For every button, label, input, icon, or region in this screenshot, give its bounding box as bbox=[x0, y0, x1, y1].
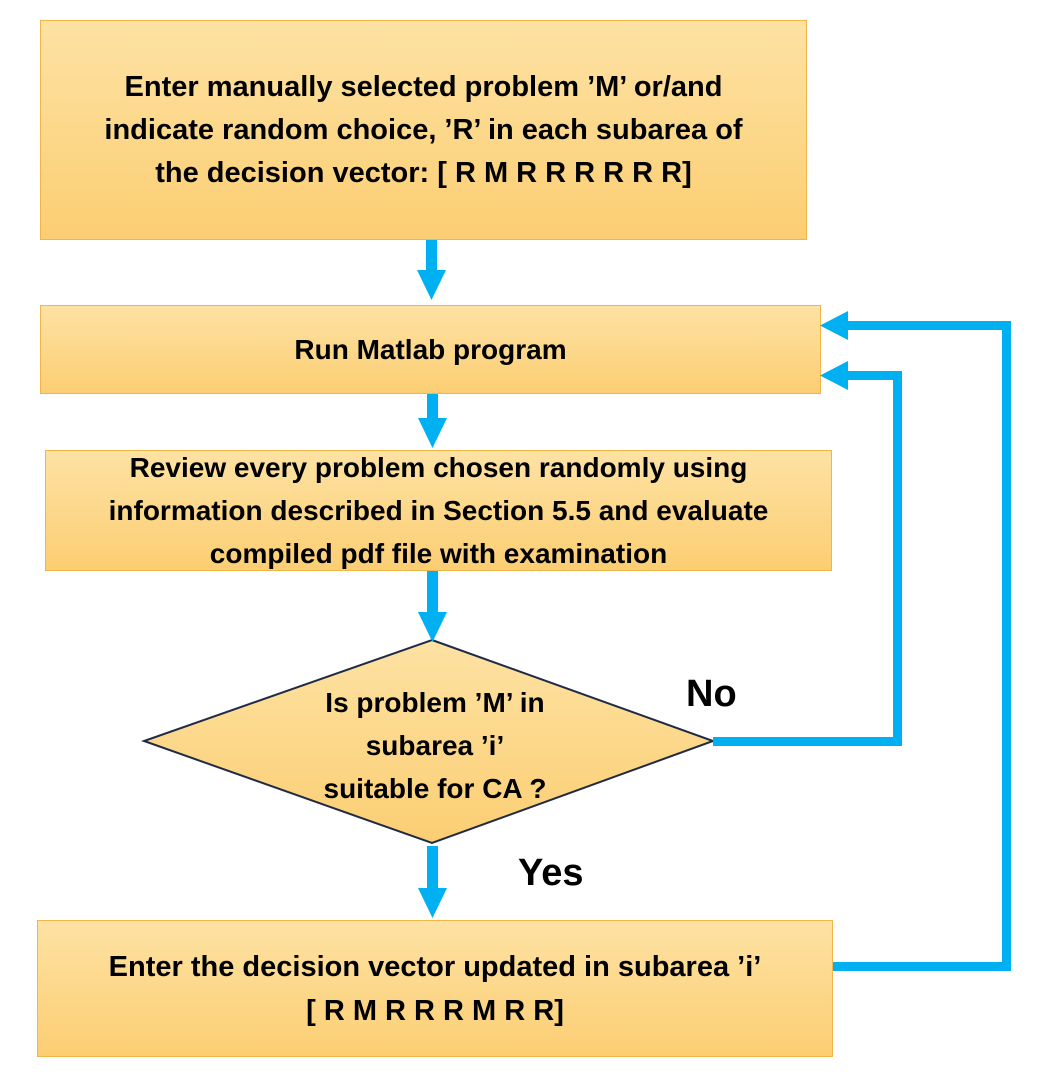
step-review-problems: Review every problem chosen randomly usi… bbox=[45, 450, 832, 571]
arrow-run-to-review bbox=[418, 394, 447, 448]
arrow-review-to-decision bbox=[418, 571, 447, 642]
step-review-problems-text: Review every problem chosen randomly usi… bbox=[108, 452, 769, 569]
decision-diamond bbox=[140, 638, 716, 845]
decision-text: Is problem ’M’ in subarea ’i’ suitable f… bbox=[323, 686, 547, 804]
branch-label-no: No bbox=[686, 673, 737, 715]
arrow-yes-to-update bbox=[418, 846, 447, 918]
arrow-no-loop bbox=[713, 361, 902, 746]
step-update-vector: Enter the decision vector updated in sub… bbox=[37, 920, 833, 1057]
arrow-enter-to-run bbox=[417, 240, 446, 300]
step-run-program-text: Run Matlab program bbox=[294, 333, 567, 365]
arrow-update-loop bbox=[820, 311, 1011, 971]
step-enter-selection: Enter manually selected problem ’M’ or/a… bbox=[40, 20, 807, 240]
step-update-vector-text: Enter the decision vector updated in sub… bbox=[108, 950, 762, 1027]
step-run-program: Run Matlab program bbox=[40, 305, 821, 394]
branch-label-yes: Yes bbox=[518, 852, 584, 894]
step-enter-selection-text: Enter manually selected problem ’M’ or/a… bbox=[104, 70, 743, 189]
